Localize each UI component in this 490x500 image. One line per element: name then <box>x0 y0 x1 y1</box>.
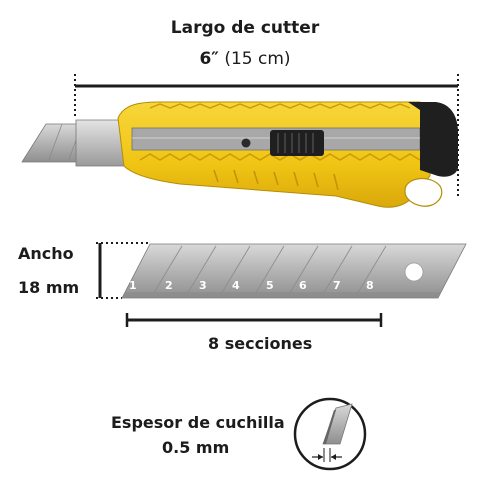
length-value-metric: (15 cm) <box>224 49 291 69</box>
sections-label: 8 secciones <box>208 334 313 353</box>
width-dimension <box>96 242 150 299</box>
segment-number: 8 <box>366 279 374 292</box>
slider-button <box>270 130 324 156</box>
segment-number: 7 <box>333 279 341 292</box>
thickness-detail <box>293 397 367 471</box>
segment-number: 6 <box>299 279 307 292</box>
length-value-row: 6″ (15 cm) <box>0 49 490 69</box>
length-label: Largo de cutter <box>170 18 320 38</box>
segment-number: 4 <box>232 279 240 292</box>
segment-number: 1 <box>129 279 137 292</box>
screw-icon <box>241 138 251 148</box>
hang-hole <box>404 177 443 207</box>
width-label: Ancho <box>18 244 74 263</box>
handle-top-ridge <box>149 103 411 109</box>
end-cap <box>408 102 458 177</box>
handle-bottom-grip <box>213 169 339 191</box>
thickness-value: 0.5 mm <box>162 438 230 457</box>
blade-edge <box>122 292 441 298</box>
handle-lower-ridge <box>139 153 421 161</box>
width-value: 18 mm <box>18 278 80 297</box>
snap-off-blade: 1 2 3 4 5 6 7 8 <box>121 243 467 299</box>
blade-hole <box>404 262 424 282</box>
segment-numbers: 1 2 3 4 5 6 7 8 <box>129 279 374 292</box>
cutter-knife <box>21 101 458 208</box>
sections-dimension <box>125 313 383 327</box>
thickness-label: Espesor de cuchilla <box>111 413 285 432</box>
segment-number: 3 <box>199 279 207 292</box>
segment-number: 2 <box>165 279 173 292</box>
length-value-inches: 6″ <box>199 49 219 69</box>
segment-number: 5 <box>266 279 274 292</box>
blade-segment-lines <box>151 245 387 297</box>
